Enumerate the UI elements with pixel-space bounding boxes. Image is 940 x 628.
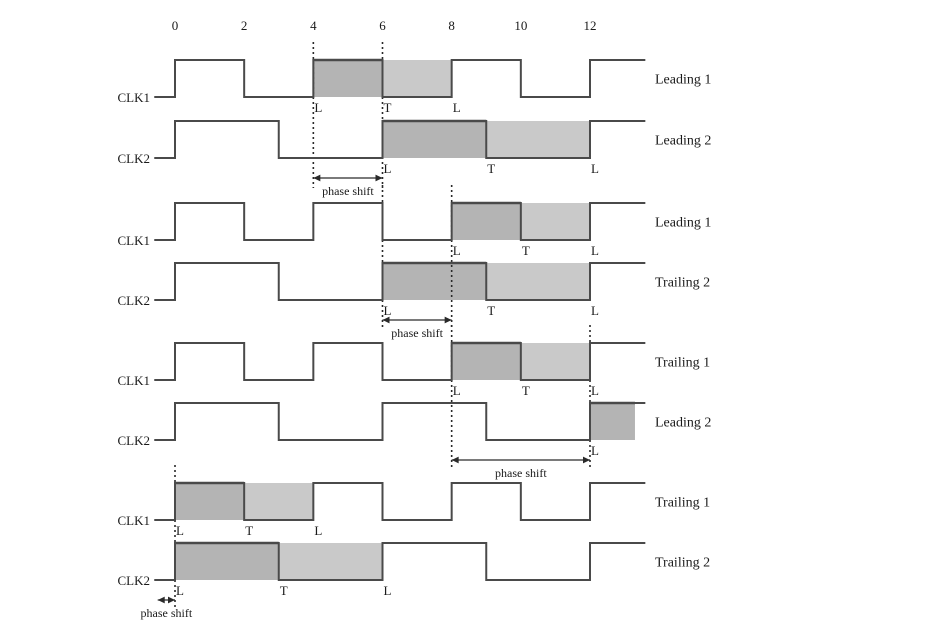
phase-shift-arrowhead-left [451,456,459,464]
signal-name-row-2: CLK2 [118,151,151,166]
highlight-block-light [278,543,383,580]
axis-tick-labels: 0 2 4 6 8 10 12 [172,18,597,33]
highlight-block-dark [382,121,487,158]
phase-shift-arrowhead-left [382,316,390,324]
waveform-row-2 [154,120,646,159]
row-label-layer: Leading 1 Leading 2 Leading 1 Trailing 2 Tra… [655,73,711,571]
phase-shift-label: phase shift [141,606,193,620]
phase-shift-arrowhead-right [375,174,383,182]
signal-name-row-4: CLK2 [118,293,151,308]
edge-marker-leading: L [591,243,599,258]
phase-shift-label: phase shift [391,326,443,340]
highlight-block-light [520,343,590,380]
signal-name-row-7: CLK1 [118,513,151,528]
edge-marker-trailing: T [487,161,495,176]
axis-tick-label: 4 [310,18,317,33]
phase-shift-arrowhead-right [168,596,175,604]
highlight-shading-layer [175,60,635,580]
edge-marker-leading: L [314,100,322,115]
highlight-block-light [382,60,452,97]
edge-marker-trailing: T [384,100,392,115]
axis-tick-label: 6 [379,18,386,33]
highlight-block-light [486,121,590,158]
signal-name-row-8: CLK2 [118,573,151,588]
axis-tick-label: 12 [584,18,597,33]
waveform-row-6 [154,402,646,441]
phase-shift-arrowhead-left [313,174,321,182]
edge-marker-leading: L [591,383,599,398]
axis-tick-label: 2 [241,18,248,33]
highlight-block-light [520,203,590,240]
waveform-row-1 [154,59,646,98]
highlight-block-dark [451,343,521,380]
edge-marker-leading: L [176,583,184,598]
edge-marker-leading: L [591,303,599,318]
edge-marker-leading: L [314,523,322,538]
axis-tick-label: 10 [514,18,527,33]
waveform-row-3 [154,202,646,241]
axis-tick-label: 8 [448,18,455,33]
edge-marker-layer: L T L L T L L T L L T L L T L L L T L L T L [176,100,599,598]
guide-lines-layer [174,42,591,610]
highlight-block-dark [175,543,279,580]
phase-shift-arrowhead-left [157,596,165,604]
edge-marker-leading: L [591,443,599,458]
edge-marker-leading: L [384,583,392,598]
edge-marker-leading: L [384,161,392,176]
edge-marker-leading: L [453,100,461,115]
highlight-block-dark [451,203,521,240]
row-label-row-4: Trailing 2 [655,276,710,291]
signal-name-row-5: CLK1 [118,373,151,388]
highlight-block-dark [175,483,245,520]
signal-name-row-1: CLK1 [118,90,151,105]
row-label-row-1: Leading 1 [655,73,711,88]
highlight-block-light [486,263,590,300]
edge-marker-trailing: T [280,583,288,598]
row-label-row-2: Leading 2 [655,134,711,149]
row-label-row-5: Trailing 1 [655,356,710,371]
highlight-block-light [244,483,314,520]
phase-shift-label: phase shift [322,184,374,198]
row-label-row-6: Leading 2 [655,416,711,431]
row-label-row-7: Trailing 1 [655,496,710,511]
edge-marker-leading: L [453,383,461,398]
signal-name-row-6: CLK2 [118,433,151,448]
highlight-block-dark [313,60,383,97]
edge-marker-trailing: T [522,383,530,398]
waveform-row-8 [154,542,646,581]
edge-marker-leading: L [176,523,184,538]
edge-marker-leading: L [453,243,461,258]
phase-shift-arrowhead-right [444,316,452,324]
waveform-layer [154,58,646,581]
edge-marker-leading: L [384,303,392,318]
edge-marker-trailing: T [487,303,495,318]
signal-name-row-3: CLK1 [118,233,151,248]
row-label-row-8: Trailing 2 [655,556,710,571]
highlight-block-dark [590,403,635,440]
waveform-row-4 [154,262,646,301]
phase-shift-arrowhead-right [583,456,590,464]
phase-shift-label: phase shift [495,466,547,480]
row-label-row-3: Leading 1 [655,216,711,231]
axis-tick-label: 0 [172,18,179,33]
edge-marker-trailing: T [245,523,253,538]
phase-shift-layer: phase shift phase shift phase shift phase s… [141,174,590,620]
edge-marker-trailing: T [522,243,530,258]
highlight-block-dark [382,263,487,300]
edge-marker-leading: L [591,161,599,176]
waveform-row-5 [154,342,646,381]
